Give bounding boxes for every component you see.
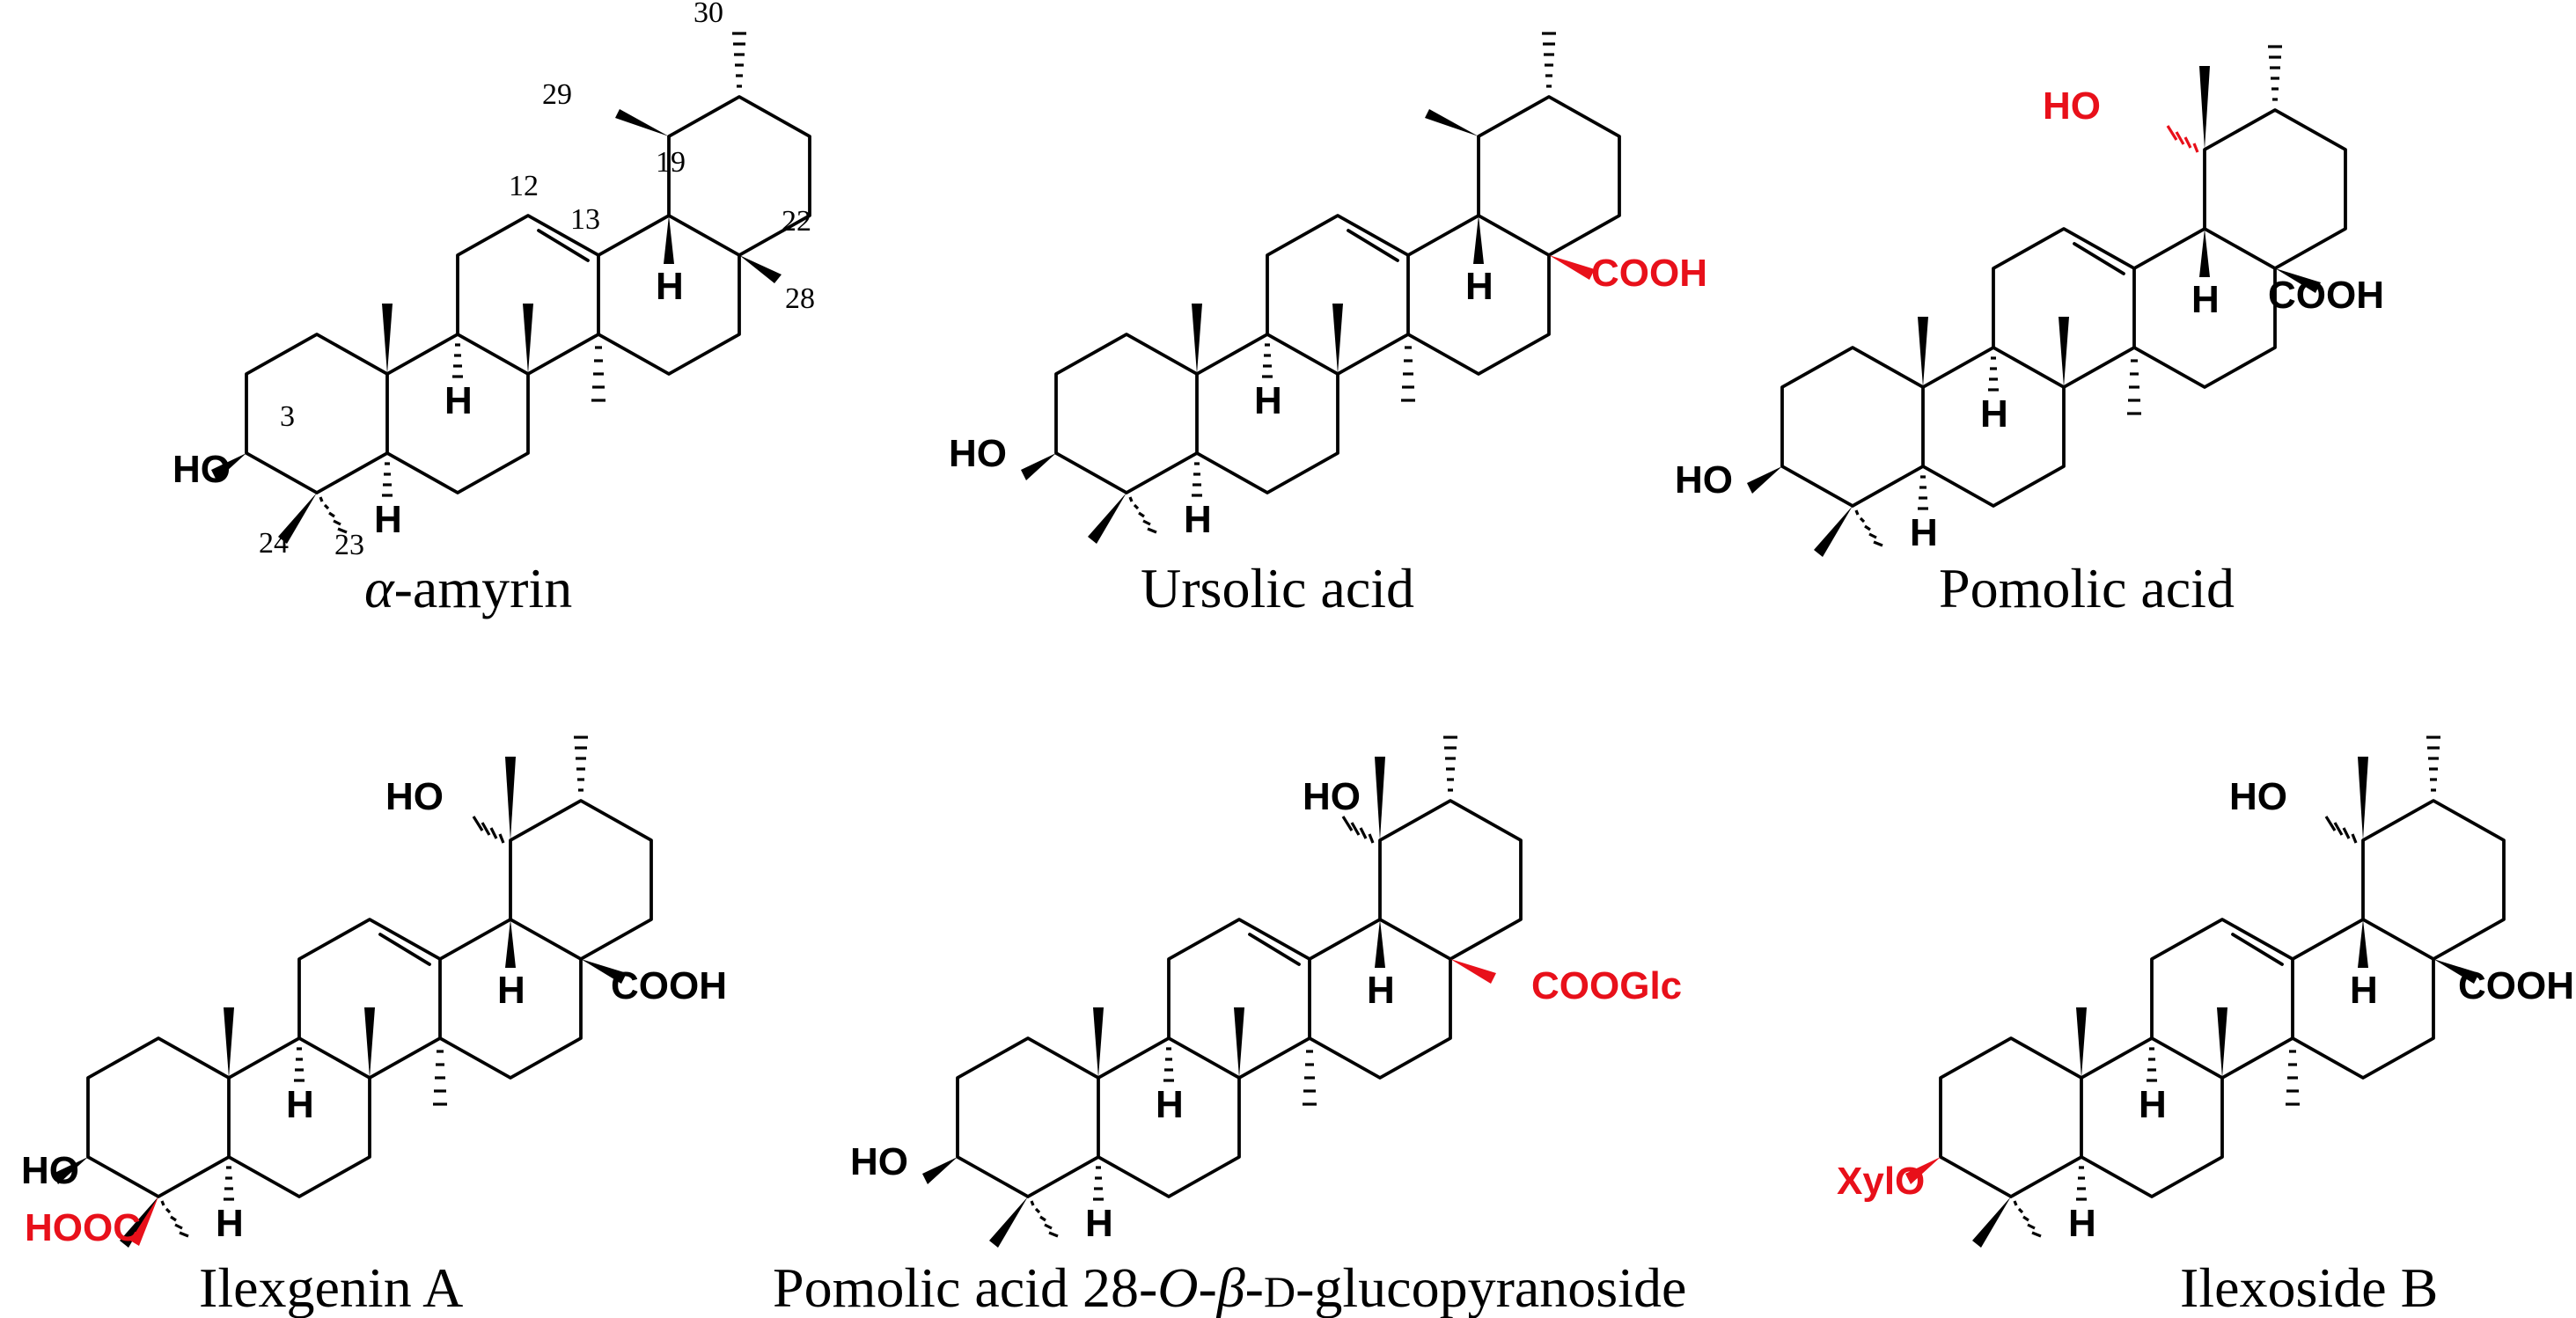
c19-ho-label: HO	[2043, 84, 2101, 128]
c19-ho-label: HO	[2229, 775, 2287, 818]
locant-22: 22	[782, 205, 811, 238]
caption-ilexgenin-a: Ilexgenin A	[199, 1256, 463, 1318]
caption-pomolic-acid-28-glucoside: Pomolic acid 28-O-β-D-glucopyranoside	[773, 1256, 1686, 1318]
c5-h-label: H	[2068, 1202, 2096, 1245]
caption-pomolic-acid: Pomolic acid	[1939, 557, 2235, 619]
c3-ho-label: HO	[172, 448, 231, 491]
c5-h-label: H	[1184, 498, 1212, 541]
c28-cooh-label: COOH	[611, 964, 727, 1007]
caption-ursolic-acid: Ursolic acid	[1141, 557, 1414, 619]
c9-h-label: H	[1156, 1083, 1184, 1126]
c28-cooh-label: COOH	[2268, 274, 2384, 317]
c5-h-label: H	[374, 498, 402, 541]
c5-h-label: H	[1910, 511, 1938, 554]
locant-24: 24	[259, 527, 289, 560]
c3-xylo-label: XylO	[1837, 1160, 1925, 1203]
locant-28: 28	[785, 282, 815, 315]
c3-ho-label: HO	[1675, 458, 1733, 502]
c9-h-label: H	[286, 1083, 314, 1126]
c9-h-label: H	[1254, 379, 1282, 422]
c19-ho-label: HO	[385, 775, 444, 818]
c28-cooh-label: COOH	[1591, 252, 1707, 295]
c3-ho-label: HO	[949, 432, 1007, 475]
structure-ilexgenin-a: HO H H H HO COOH HOOC Ilexgenin A	[21, 736, 727, 1318]
c3-ho-label: HO	[21, 1149, 79, 1192]
c18-h-label: H	[1465, 265, 1493, 308]
locant-30: 30	[694, 0, 723, 29]
c9-h-label: H	[444, 379, 473, 422]
locant-13: 13	[570, 203, 600, 236]
c3-ho-label: HO	[850, 1140, 908, 1183]
locant-29: 29	[542, 78, 572, 111]
c18-h-label: H	[497, 969, 525, 1012]
c9-h-label: H	[1980, 392, 2008, 436]
caption-ilexoside-b: Ilexoside B	[2180, 1256, 2438, 1318]
structure-pomolic-acid: HO H H H HO COOH Pomolic acid	[1675, 45, 2384, 619]
locant-19: 19	[656, 146, 686, 179]
c28-cooh-label: COOH	[2458, 964, 2574, 1007]
structure-ursolic-acid: HO H H H COOH Ursolic acid	[949, 32, 1707, 619]
c18-h-label: H	[2350, 969, 2378, 1012]
structure-pomolic-acid-28-glucoside: HO H H H HO COOGlc Pomolic acid 28-O-β-D…	[773, 736, 1686, 1318]
c28-cooglc-label: COOGlc	[1531, 964, 1682, 1007]
c5-h-label: H	[1085, 1202, 1113, 1245]
structure-alpha-amyrin: HO H H H 3 12 13 19 22 23 24 28 29 30 α-…	[172, 0, 815, 619]
c5-h-label: H	[216, 1202, 244, 1245]
locant-12: 12	[509, 170, 539, 202]
c18-h-label: H	[1367, 969, 1395, 1012]
c9-h-label: H	[2139, 1083, 2167, 1126]
caption-alpha-amyrin: α-amyrin	[364, 557, 572, 619]
structure-ilexoside-b: XylO H H H HO COOH Ilexoside B	[1837, 736, 2574, 1318]
c18-h-label: H	[2191, 278, 2220, 321]
locant-3: 3	[280, 400, 295, 433]
c18-h-label: H	[656, 265, 684, 308]
c19-ho-label: HO	[1303, 775, 1361, 818]
c23-hooc-label: HOOC	[25, 1206, 141, 1249]
locant-23: 23	[334, 529, 364, 561]
